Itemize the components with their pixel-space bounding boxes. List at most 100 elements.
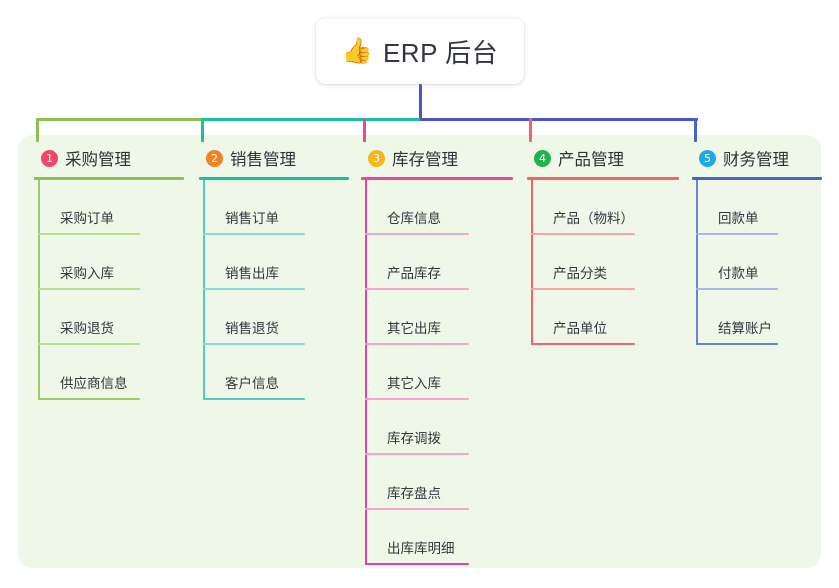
branch-number-badge: 4	[534, 149, 551, 167]
leaf-item-label: 采购订单	[60, 211, 114, 226]
branch-header-库存管理[interactable]: 3 库存管理	[361, 145, 553, 171]
leaf-item-label: 出库库明细	[387, 541, 455, 556]
leaf-item-label: 产品单位	[553, 321, 607, 336]
leaf-item-rule	[38, 343, 140, 345]
branch-spine	[38, 180, 40, 400]
leaf-item[interactable]: 采购订单	[38, 180, 224, 235]
leaf-item-rule	[38, 288, 140, 290]
leaf-item-rule	[203, 288, 305, 290]
leaf-item-label: 其它出库	[387, 321, 441, 336]
branch-title: 财务管理	[723, 151, 789, 169]
branch-spine	[203, 180, 205, 400]
branch-header-销售管理[interactable]: 2 销售管理	[199, 145, 389, 171]
branch-title: 采购管理	[65, 151, 131, 169]
bus-segment-green	[37, 118, 202, 121]
branch-number-badge: 2	[206, 149, 223, 167]
leaf-item-rule	[531, 233, 635, 235]
thumbs-up-icon: 👍	[341, 36, 373, 65]
leaf-list: 产品（物料） 产品分类产品单位	[531, 180, 719, 345]
branch-title: 库存管理	[392, 151, 458, 169]
leaf-item[interactable]: 库存调拨	[365, 400, 553, 455]
branch-number-badge: 3	[368, 149, 385, 167]
branch-number-badge: 1	[41, 149, 58, 167]
root-node-title: ERP 后台	[382, 37, 499, 68]
leaf-item[interactable]: 采购退货	[38, 290, 224, 345]
leaf-item[interactable]: 客户信息	[203, 345, 389, 400]
leaf-item[interactable]: 出库库明细	[365, 510, 553, 565]
leaf-item-label: 仓库信息	[387, 211, 441, 226]
leaf-item-label: 产品（物料）	[553, 211, 634, 226]
leaf-item-label: 销售退货	[225, 321, 279, 336]
leaf-list: 仓库信息产品库存其它出库其它入库库存调拨库存盘点出库库明细	[365, 180, 553, 565]
branch-header-rule	[34, 177, 184, 180]
leaf-item-rule	[38, 398, 140, 400]
leaf-item[interactable]: 其它入库	[365, 345, 553, 400]
branch-header-采购管理[interactable]: 1 采购管理	[34, 145, 224, 171]
bus-segment-teal	[202, 118, 420, 121]
leaf-list: 采购订单采购入库采购退货供应商信息	[38, 180, 224, 400]
branch-drop-2	[201, 118, 204, 142]
leaf-item[interactable]: 库存盘点	[365, 455, 553, 510]
leaf-item-rule	[203, 233, 305, 235]
leaf-item[interactable]: 产品单位	[531, 290, 719, 345]
leaf-item[interactable]: 产品库存	[365, 235, 553, 290]
leaf-item-rule	[203, 343, 305, 345]
branch-column-库存管理: 3 库存管理仓库信息产品库存其它出库其它入库库存调拨库存盘点出库库明细	[361, 145, 553, 565]
leaf-item-rule	[696, 343, 778, 345]
leaf-item-rule	[203, 398, 305, 400]
branch-header-rule	[361, 177, 513, 180]
leaf-item-label: 库存调拨	[387, 431, 441, 446]
leaf-item-rule	[365, 453, 469, 455]
leaf-item[interactable]: 结算账户	[696, 290, 839, 345]
bus-segment-indigo	[420, 118, 698, 121]
leaf-item-label: 采购退货	[60, 321, 114, 336]
branch-header-rule	[527, 177, 679, 180]
leaf-item[interactable]: 供应商信息	[38, 345, 224, 400]
leaf-item[interactable]: 销售退货	[203, 290, 389, 345]
leaf-item-label: 供应商信息	[60, 376, 128, 391]
branch-header-rule	[199, 177, 349, 180]
leaf-item[interactable]: 产品分类	[531, 235, 719, 290]
leaf-item[interactable]: 销售订单	[203, 180, 389, 235]
leaf-item[interactable]: 付款单	[696, 235, 839, 290]
branch-title: 销售管理	[230, 151, 296, 169]
leaf-item-label: 销售订单	[225, 211, 279, 226]
branch-spine	[365, 180, 367, 565]
leaf-item[interactable]: 产品（物料）	[531, 180, 719, 235]
branches-panel	[18, 135, 821, 568]
leaf-list: 销售订单销售出库销售退货客户信息	[203, 180, 389, 400]
branch-number-badge: 5	[699, 149, 716, 167]
leaf-item-label: 结算账户	[718, 321, 772, 336]
leaf-item-rule	[696, 233, 778, 235]
branch-drop-3	[363, 118, 366, 142]
leaf-item-label: 回款单	[718, 211, 759, 226]
branch-column-采购管理: 1 采购管理采购订单采购入库采购退货供应商信息	[34, 145, 224, 400]
leaf-item[interactable]: 仓库信息	[365, 180, 553, 235]
leaf-item-label: 其它入库	[387, 376, 441, 391]
leaf-item-rule	[365, 343, 469, 345]
leaf-item-rule	[531, 288, 635, 290]
branch-header-rule	[692, 177, 822, 180]
leaf-item[interactable]: 回款单	[696, 180, 839, 235]
leaf-item-label: 付款单	[718, 266, 759, 281]
branch-column-财务管理: 5 财务管理回款单付款单结算账户	[692, 145, 839, 345]
branch-header-财务管理[interactable]: 5 财务管理	[692, 145, 839, 171]
leaf-item-label: 采购入库	[60, 266, 114, 281]
leaf-item-label: 客户信息	[225, 376, 279, 391]
leaf-item-label: 产品分类	[553, 266, 607, 281]
leaf-item-label: 库存盘点	[387, 486, 441, 501]
leaf-item[interactable]: 采购入库	[38, 235, 224, 290]
leaf-item[interactable]: 其它出库	[365, 290, 553, 345]
branch-drop-5	[694, 118, 697, 142]
leaf-item-rule	[696, 288, 778, 290]
trunk-stem	[418, 84, 422, 121]
leaf-item-rule	[531, 343, 635, 345]
branch-drop-4	[529, 118, 532, 142]
leaf-item-label: 销售出库	[225, 266, 279, 281]
root-node-card[interactable]: 👍 ERP 后台	[316, 18, 524, 84]
leaf-item[interactable]: 销售出库	[203, 235, 389, 290]
leaf-item-rule	[365, 563, 469, 565]
leaf-item-rule	[365, 233, 469, 235]
